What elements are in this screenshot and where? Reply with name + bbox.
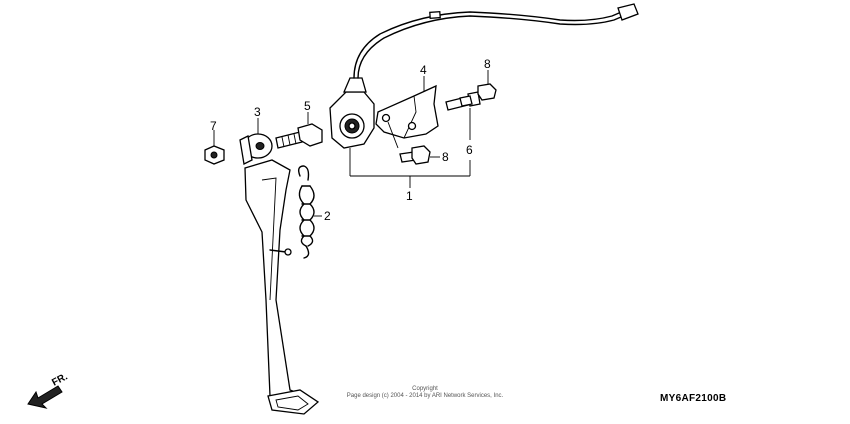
copyright-line-2: Page design (c) 2004 - 2014 by ARI Netwo… [346,393,504,399]
leader-lines [213,70,489,217]
callout-4: 4 [420,63,427,77]
callout-5: 5 [304,99,311,113]
callout-1: 1 [406,189,413,203]
callout-6: 6 [466,143,473,157]
callout-7: 7 [210,119,217,133]
bolt-part-6[interactable] [459,95,473,107]
pivot-bolt-part-5[interactable] [275,123,323,149]
sidestand-switch-part-1[interactable] [329,3,639,149]
callout-8-lower: 8 [442,150,449,164]
callout-2: 2 [324,209,331,223]
front-indicator-label: FR. [50,371,70,388]
copyright-notice: Copyright Page design (c) 2004 - 2014 by… [300,386,550,400]
callout-3: 3 [254,105,261,119]
copyright-line-1: Copyright [412,386,438,392]
bolt-part-8-upper[interactable] [445,83,497,111]
front-arrow-icon: FR. [27,371,70,409]
bolt-part-8-lower[interactable] [399,145,431,165]
switch-cover-part-4[interactable] [375,84,439,139]
callout-8-upper: 8 [484,57,491,71]
spring-part-2[interactable] [297,165,315,259]
nut-part-7[interactable] [204,145,225,165]
diagram-code: MY6AF2100B [660,393,727,404]
side-stand-part-3[interactable] [239,133,320,415]
